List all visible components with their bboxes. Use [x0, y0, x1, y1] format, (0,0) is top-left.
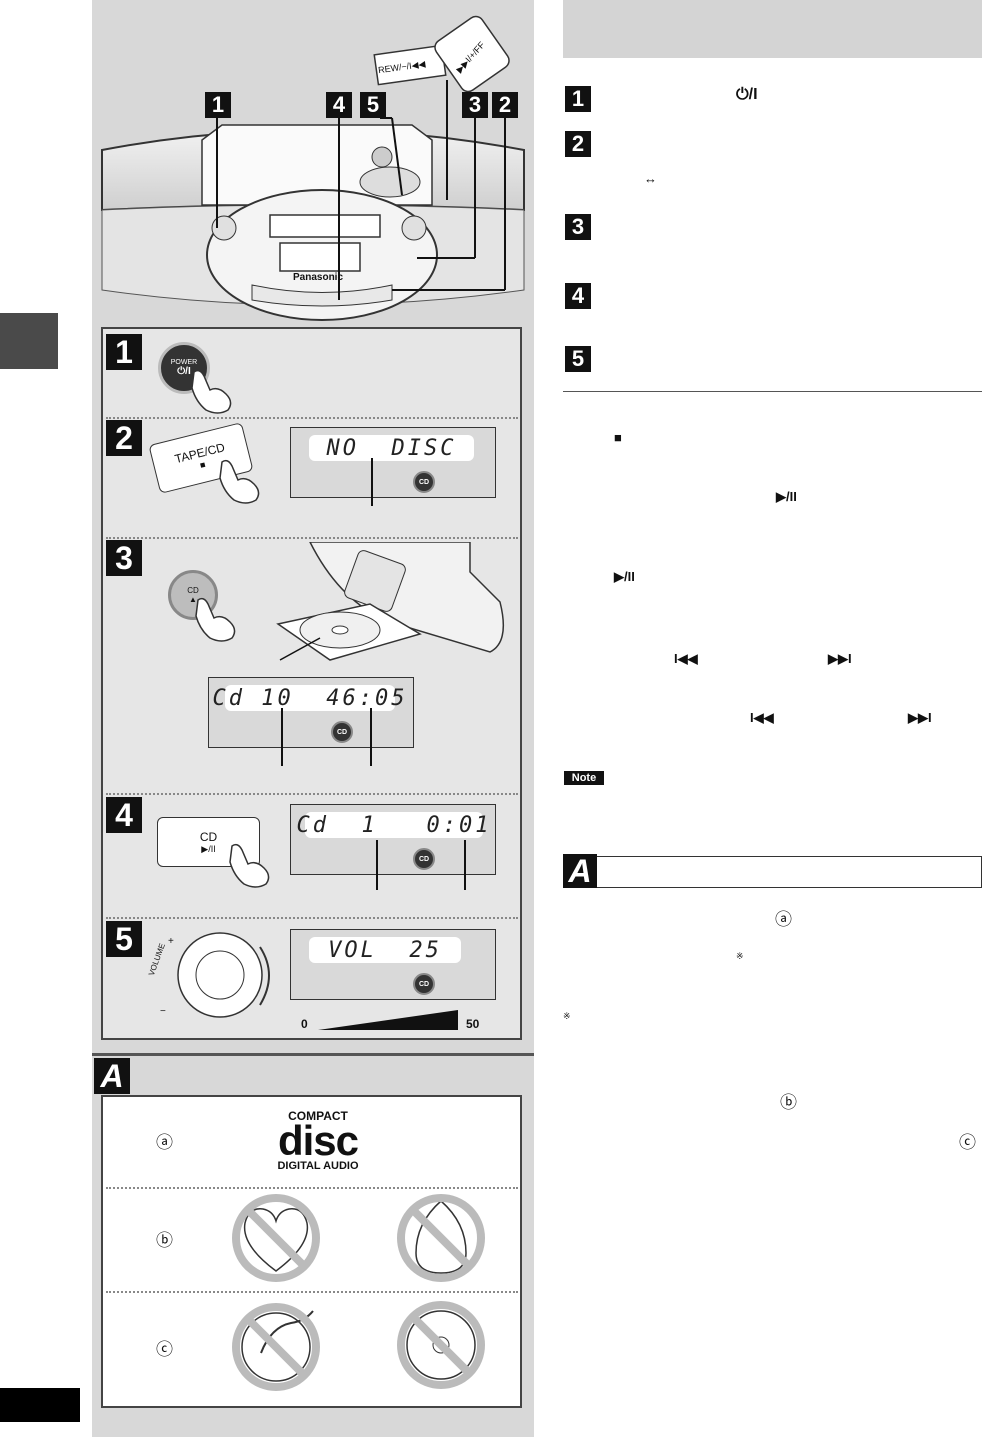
right-step-3: 3 — [565, 214, 591, 240]
callout-1: 1 — [205, 92, 231, 118]
switch-arrow-icon: ↔ — [644, 171, 657, 186]
lcd-text: VOL 25 — [309, 937, 461, 963]
skip-forward-icon: ▶▶I — [828, 651, 852, 666]
pointer-line — [281, 708, 283, 766]
right-step-2: 2 — [565, 131, 591, 157]
note-label: Note — [564, 771, 604, 785]
finger-pointer-icon — [191, 369, 232, 414]
finger-pointer-icon — [219, 459, 260, 504]
section-a-rule — [92, 1053, 534, 1056]
brand-label: Panasonic — [293, 272, 344, 283]
skip-back-icon: I◀◀ — [750, 710, 774, 725]
pointer-line — [370, 708, 372, 766]
lcd-text: Cd 10 46:05 — [212, 685, 408, 711]
power-icon: ⏻/I — [736, 86, 758, 103]
callout-3: 3 — [462, 92, 488, 118]
heart-disc-prohibited-icon — [232, 1194, 320, 1282]
right-step-4: 4 — [565, 283, 591, 309]
dirty-disc-prohibited-icon — [397, 1301, 485, 1389]
mark-b: ⓑ — [156, 1231, 173, 1250]
logo-compact: COMPACT — [288, 1109, 348, 1123]
volume-plus: + — [168, 936, 174, 947]
lcd-text: Cd 1 0:01 — [296, 812, 492, 838]
logo-disc: disc — [277, 1117, 359, 1164]
cd-open-label: CD — [187, 586, 199, 595]
pointer-line — [464, 840, 466, 890]
stop-icon: ■ — [198, 459, 207, 471]
right-step-1: 1 — [565, 86, 591, 112]
power-button-label: POWER — [170, 359, 198, 366]
play-pause-icon: ▶/II — [614, 569, 635, 584]
page-number-tab — [0, 1388, 80, 1422]
mark-c: ⓒ — [156, 1340, 173, 1359]
callout-2: 2 — [492, 92, 518, 118]
pointer-line — [371, 458, 373, 506]
volume-ramp-icon — [318, 1010, 458, 1030]
finger-pointer-icon — [195, 597, 236, 642]
volume-min: 0 — [301, 1017, 308, 1031]
touching-disc-prohibited-icon — [232, 1303, 320, 1391]
shaped-disc-prohibited-icon — [397, 1194, 485, 1282]
asterisk-mark: ※ — [736, 951, 744, 961]
a-divider — [106, 1187, 518, 1189]
step-3-number: 3 — [106, 540, 142, 576]
stop-icon: ■ — [614, 430, 622, 445]
lcd-display-step5: VOL 25 CD — [290, 929, 496, 1000]
device-illustration — [101, 15, 525, 321]
section-rule — [563, 391, 982, 392]
cd-open-button[interactable]: CD ▲ — [168, 570, 218, 620]
step-2-number: 2 — [106, 420, 142, 456]
logo-digital-audio: DIGITAL AUDIO — [277, 1160, 359, 1172]
lcd-display-step2: NO DISC CD — [290, 427, 496, 498]
mark-a: ⓐ — [775, 910, 792, 929]
asterisk-mark: ※ — [563, 1011, 571, 1021]
step-divider — [106, 537, 518, 539]
cd-indicator: CD — [413, 471, 435, 493]
mark-a: ⓐ — [156, 1133, 173, 1152]
lcd-text: NO DISC — [309, 435, 474, 461]
mark-c: ⓒ — [959, 1133, 976, 1152]
section-a-header — [563, 856, 982, 888]
eject-icon: ▲ — [189, 595, 197, 604]
callout-4: 4 — [326, 92, 352, 118]
skip-back-icon: I◀◀ — [674, 651, 698, 666]
volume-max: 50 — [466, 1017, 480, 1031]
play-pause-icon: ▶/II — [776, 489, 797, 504]
step-divider — [106, 793, 518, 795]
power-icon: ⏻/I — [177, 366, 191, 377]
step-divider — [106, 417, 518, 419]
header-bar — [563, 0, 982, 58]
cd-indicator: CD — [413, 848, 435, 870]
lcd-display-step4: Cd 1 0:01 CD — [290, 804, 496, 875]
compact-disc-logo: COMPACT disc DIGITAL AUDIO — [262, 1110, 374, 1176]
volume-minus: − — [160, 1006, 166, 1017]
mark-b: ⓑ — [780, 1093, 797, 1112]
step-divider — [106, 917, 518, 919]
cd-indicator: CD — [331, 721, 353, 743]
play-pause-icon: ▶/II — [201, 843, 216, 854]
side-index-tab — [0, 313, 58, 369]
step-4-number: 4 — [106, 797, 142, 833]
step-1-number: 1 — [106, 334, 142, 370]
volume-knob[interactable] — [150, 925, 290, 1025]
right-step-5: 5 — [565, 346, 591, 372]
cd-play-label: CD — [199, 829, 218, 844]
callout-5: 5 — [360, 92, 386, 118]
section-a-letter: A — [94, 1058, 130, 1094]
cd-indicator: CD — [413, 973, 435, 995]
skip-forward-icon: ▶▶I — [908, 710, 932, 725]
right-section-a-letter: A — [563, 853, 597, 889]
finger-pointer-icon — [229, 843, 270, 888]
pointer-line — [376, 840, 378, 890]
lcd-display-step3: Cd 10 46:05 CD — [208, 677, 414, 748]
step-5-number: 5 — [106, 921, 142, 957]
a-divider — [106, 1291, 518, 1293]
cd-tray-illustration — [276, 542, 505, 661]
